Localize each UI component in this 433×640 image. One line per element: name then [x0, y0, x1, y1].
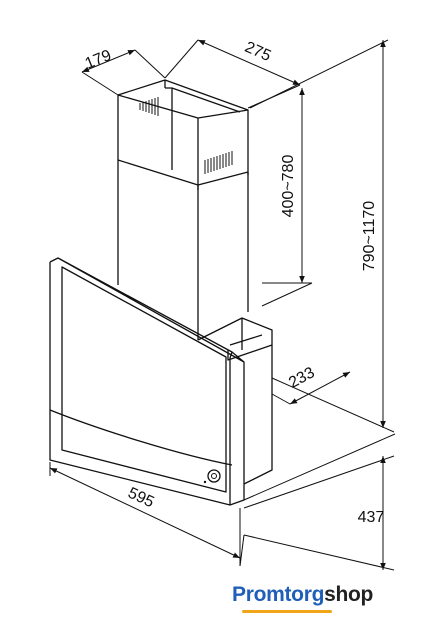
control-knob — [207, 469, 221, 483]
extension-line — [81, 71, 119, 96]
indicator-dot — [203, 480, 207, 484]
control-knob-center — [211, 473, 217, 479]
label-hood-height: 437 — [358, 509, 385, 526]
label-body-depth: 233 — [286, 364, 318, 392]
vent-slots-upper — [139, 97, 159, 116]
dim-line-hood-width — [49, 467, 241, 559]
label-chimney-depth: 179 — [83, 47, 114, 73]
extension-line — [271, 393, 291, 405]
extension-line — [243, 455, 395, 509]
dim-line-chimney-width — [197, 39, 301, 86]
dim-line-chimney-depth — [81, 49, 136, 73]
dim-line-body-depth — [289, 371, 351, 405]
extension-line — [134, 49, 166, 79]
upper-chimney — [117, 79, 249, 190]
extension-line — [261, 282, 313, 307]
logo-underline-swoosh — [242, 610, 332, 613]
vent-slots-right — [204, 151, 233, 174]
hood-outline — [49, 79, 273, 506]
logo-text-secondary: shop — [324, 583, 374, 606]
promtorgshop-logo: Promtorgshop — [232, 583, 382, 611]
hood-body — [197, 317, 273, 485]
label-total-height: 790~1170 — [361, 201, 378, 272]
extension-line — [164, 39, 199, 79]
label-hood-width: 595 — [125, 485, 156, 512]
logo-text-primary: Promtorg — [232, 583, 325, 606]
extension-line — [243, 433, 396, 501]
extension-line — [239, 534, 245, 567]
extension-line — [243, 534, 395, 571]
glass-panel-bottom-curve — [49, 409, 233, 466]
hood-body-depth — [227, 344, 273, 361]
lower-chimney — [117, 159, 249, 340]
glass-panel — [49, 257, 245, 506]
upper-chimney-inner — [164, 80, 241, 170]
label-chimney-height: 400~780 — [280, 155, 297, 218]
dimension-lines — [49, 39, 396, 571]
extension-line — [249, 39, 389, 109]
